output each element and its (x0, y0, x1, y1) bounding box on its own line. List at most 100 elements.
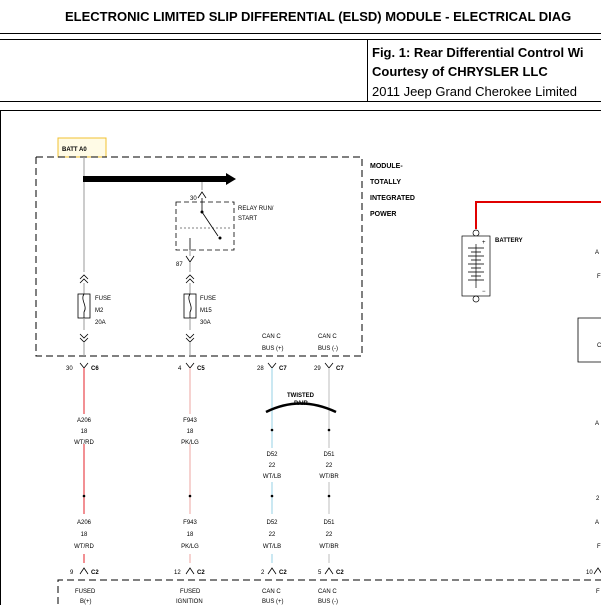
svg-text:22: 22 (326, 463, 333, 469)
wire-label-d51-upper: D51 22 WT/BR (319, 452, 339, 480)
svg-text:A206: A206 (77, 520, 92, 526)
svg-text:5: 5 (318, 570, 322, 576)
svg-text:WT/RD: WT/RD (74, 544, 94, 550)
svg-text:28: 28 (257, 366, 264, 372)
svg-text:CAN C: CAN C (262, 589, 281, 595)
wire-label-d52-lower: D52 22 WT/LB (263, 520, 281, 550)
svg-text:18: 18 (81, 532, 88, 538)
svg-text:WT/BR: WT/BR (319, 474, 339, 480)
svg-text:20A: 20A (95, 320, 106, 326)
bottom-module-boundary (57, 579, 601, 604)
svg-text:18: 18 (187, 532, 194, 538)
svg-text:M2: M2 (95, 308, 104, 314)
fuse-m2-label: FUSE M2 20A (95, 296, 111, 326)
svg-text:PAIR: PAIR (294, 401, 309, 407)
svg-text:BUS (+): BUS (+) (262, 346, 284, 352)
svg-text:WT/LB: WT/LB (263, 544, 281, 550)
relay-pin-30: 30 (190, 196, 197, 202)
svg-text:C2: C2 (197, 570, 205, 576)
wire-label-d52-upper: D52 22 WT/LB (263, 452, 281, 480)
svg-text:RELAY RUN/: RELAY RUN/ (238, 206, 274, 212)
module-boundary (35, 156, 363, 357)
svg-text:C: C (597, 343, 601, 349)
svg-text:F: F (596, 589, 600, 595)
document-title: ELECTRONIC LIMITED SLIP DIFFERENTIAL (EL… (65, 9, 572, 24)
svg-text:BUS (-): BUS (-) (318, 346, 338, 352)
right-edge-fragments: A F A 2 A F F C (595, 250, 601, 595)
svg-text:A: A (595, 520, 599, 526)
svg-text:BUS (-): BUS (-) (318, 599, 338, 605)
svg-text:12: 12 (174, 570, 181, 576)
connector-c5-pin4: 4 C5 (178, 362, 205, 372)
wire-label-d51-lower: D51 22 WT/BR (319, 520, 339, 550)
relay-run-start (175, 201, 235, 251)
svg-text:F943: F943 (183, 418, 197, 424)
svg-text:PK/LG: PK/LG (181, 440, 199, 446)
svg-text:9: 9 (70, 570, 74, 576)
svg-text:CAN C: CAN C (262, 334, 281, 340)
wire-label-f943-upper: F943 18 PK/LG (181, 418, 199, 446)
svg-text:C6: C6 (91, 366, 99, 372)
diagram-frame (0, 110, 601, 605)
svg-text:C2: C2 (91, 570, 99, 576)
svg-text:FUSE: FUSE (200, 296, 216, 302)
can-c-bus-plus-bottom-label: CAN C BUS (+) (262, 589, 284, 605)
svg-text:D52: D52 (266, 520, 278, 526)
svg-text:FUSED: FUSED (180, 589, 201, 595)
relay-pin-87: 87 (176, 262, 183, 268)
svg-text:−: − (482, 289, 486, 295)
module-label: MODULE- TOTALLY INTEGRATED POWER (370, 163, 415, 218)
svg-text:M15: M15 (200, 308, 212, 314)
battery-label: BATTERY (495, 238, 523, 244)
svg-text:BUS (+): BUS (+) (262, 599, 284, 605)
svg-text:WT/BR: WT/BR (319, 544, 339, 550)
svg-text:C7: C7 (336, 366, 344, 372)
wire-label-f943-lower: F943 18 PK/LG (181, 520, 199, 550)
svg-text:F: F (597, 544, 601, 550)
twisted-pair-mark (265, 402, 337, 414)
svg-text:18: 18 (81, 429, 88, 435)
battery-icon: + − (461, 229, 491, 303)
svg-text:MODULE-: MODULE- (370, 163, 403, 170)
twisted-pair-label: TWISTED PAIR (287, 393, 315, 407)
can-c-bus-plus-top-label: CAN C BUS (+) (262, 334, 284, 352)
svg-text:WT/LB: WT/LB (263, 474, 281, 480)
bus-bar-arrow (226, 173, 236, 185)
connector-c2-pin2: 2 C2 (261, 567, 287, 576)
svg-text:F943: F943 (183, 520, 197, 526)
svg-text:FUSED: FUSED (75, 589, 96, 595)
svg-text:IGNITION: IGNITION (176, 599, 203, 605)
bus-bar (83, 176, 226, 182)
svg-text:2: 2 (261, 570, 265, 576)
svg-text:10: 10 (586, 570, 593, 576)
connector-c2-pin9: 9 C2 (70, 567, 99, 576)
can-c-bus-minus-top-label: CAN C BUS (-) (318, 334, 338, 352)
svg-text:FUSE: FUSE (95, 296, 111, 302)
svg-text:D52: D52 (266, 452, 278, 458)
svg-text:18: 18 (187, 429, 194, 435)
svg-text:29: 29 (314, 366, 321, 372)
svg-text:+: + (482, 240, 486, 246)
svg-text:POWER: POWER (370, 211, 396, 218)
svg-text:TWISTED: TWISTED (287, 393, 315, 399)
figure-caption-vehicle: 2011 Jeep Grand Cherokee Limited (372, 84, 577, 99)
svg-text:A: A (595, 421, 599, 427)
svg-text:22: 22 (269, 532, 276, 538)
svg-text:TOTALLY: TOTALLY (370, 179, 401, 186)
fuse-m15-label: FUSE M15 30A (200, 296, 216, 326)
figure-caption-title: Fig. 1: Rear Differential Control Wi (372, 45, 584, 60)
battery-feed-wire (475, 201, 601, 229)
svg-text:B(+): B(+) (80, 599, 92, 605)
svg-text:2: 2 (596, 496, 600, 502)
svg-text:4: 4 (178, 366, 182, 372)
svg-text:D51: D51 (323, 452, 335, 458)
svg-text:22: 22 (269, 463, 276, 469)
svg-text:CAN C: CAN C (318, 334, 337, 340)
svg-text:C2: C2 (279, 570, 287, 576)
svg-text:START: START (238, 216, 257, 222)
figure-caption-box: Fig. 1: Rear Differential Control Wi Cou… (0, 39, 601, 102)
connector-c6-pin30: 30 C6 (66, 362, 99, 372)
document-title-bar: ELECTRONIC LIMITED SLIP DIFFERENTIAL (EL… (0, 0, 601, 34)
svg-text:C7: C7 (279, 366, 287, 372)
